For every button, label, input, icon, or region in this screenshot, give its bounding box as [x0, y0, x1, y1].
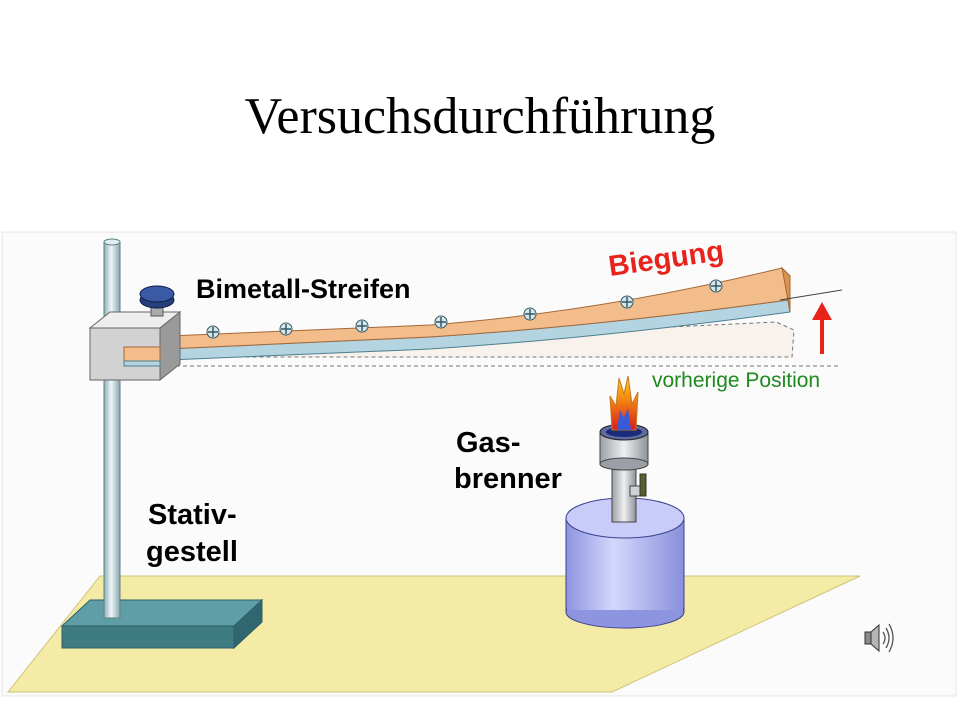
- screw-icon: [355, 319, 369, 333]
- bimetal-experiment-diagram: Bimetall-Streifen Biegung vorherige Posi…: [0, 228, 960, 698]
- clamp-knob: [139, 285, 175, 317]
- label-burner-line1: Gas-: [456, 427, 520, 459]
- strip-screws: [206, 279, 723, 339]
- gas-burner: [565, 423, 685, 629]
- stand-foot: [60, 598, 264, 650]
- label-stand-line1: Stativ-: [148, 499, 237, 531]
- screw-icon: [523, 307, 537, 321]
- screw-icon: [434, 315, 448, 329]
- label-stand-line2: gestell: [146, 536, 238, 568]
- label-bimetal-strip: Bimetall-Streifen: [196, 274, 411, 304]
- label-burner-line2: brenner: [454, 463, 562, 495]
- flame-icon: [609, 375, 639, 431]
- arrow-up-icon: [812, 302, 832, 354]
- label-previous-position: vorherige Position: [652, 369, 820, 392]
- screw-icon: [620, 295, 634, 309]
- screw-icon: [279, 322, 293, 336]
- screw-icon: [206, 325, 220, 339]
- speaker-icon[interactable]: [862, 620, 896, 656]
- slide-title: Versuchsdurchführung: [244, 88, 716, 145]
- screw-icon: [709, 279, 723, 293]
- deflection-reference-line: [779, 289, 843, 301]
- stand-rod: [103, 238, 121, 619]
- clamp-block: [88, 310, 182, 382]
